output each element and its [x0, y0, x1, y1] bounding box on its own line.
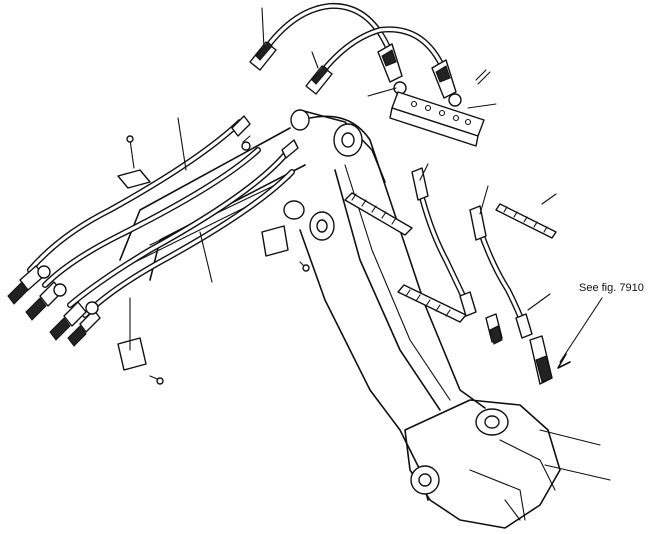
right-clamp-rail: [495, 193, 557, 239]
overhead-hoses: [255, 2, 443, 83]
right-short-hoses: [411, 167, 553, 385]
arm-top-fittings: [231, 115, 299, 159]
boom-hose-clamp-rail-lower: [397, 284, 467, 323]
arm-hose-clamps: [117, 135, 310, 385]
boom-hose-clamp-rail-upper: [344, 192, 413, 236]
leader-lines: [129, 7, 603, 369]
boom-structure: [119, 109, 611, 529]
hose-end-fittings-left: [7, 265, 101, 347]
arm-hydraulic-hoses: [27, 119, 295, 318]
manifold-block: [389, 69, 491, 147]
overhead-fittings: [249, 41, 462, 107]
see-figure-callout: See fig. 7910: [579, 282, 644, 294]
